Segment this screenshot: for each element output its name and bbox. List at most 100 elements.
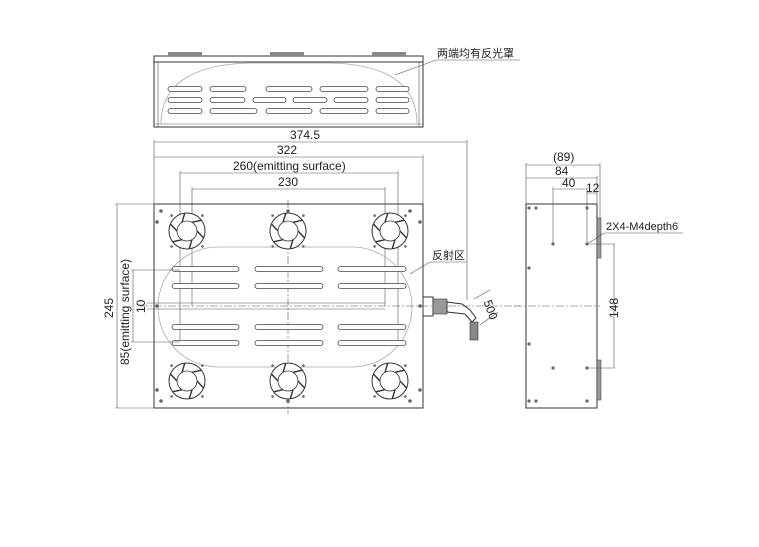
fan-screw <box>404 245 407 248</box>
fan-screw <box>373 364 376 367</box>
fan-blade <box>188 389 193 400</box>
fan-screw <box>373 214 376 217</box>
screw-hole <box>155 304 159 308</box>
fan-blade <box>196 380 205 389</box>
fan-hub <box>277 220 299 242</box>
fan-screw <box>170 395 173 398</box>
fan-screw <box>271 395 274 398</box>
connector-nut <box>432 298 448 315</box>
screw-hole <box>155 220 159 224</box>
screw-hole <box>408 209 412 213</box>
fan-screw <box>170 245 173 248</box>
screw-hole <box>155 388 159 392</box>
vent-slot <box>265 108 313 114</box>
mount-hole <box>527 399 531 403</box>
fan <box>371 212 409 250</box>
fan-blade <box>172 388 183 393</box>
vent-slot <box>375 86 410 92</box>
fan <box>371 362 409 400</box>
fan-screw <box>271 214 274 217</box>
fan-blade <box>394 219 405 224</box>
fan-screw <box>373 395 376 398</box>
fan-hub <box>176 370 198 392</box>
fan-blade <box>394 369 405 374</box>
fan-screw <box>201 214 204 217</box>
vent-slot <box>337 324 407 330</box>
screw-hole <box>159 209 163 213</box>
vent-slot <box>209 97 246 103</box>
mount-hole <box>585 242 589 246</box>
fan-blade <box>391 389 396 400</box>
fan-blade <box>273 388 284 393</box>
fan-blade <box>292 219 303 224</box>
cable-elbow <box>446 301 477 323</box>
fan-blade <box>297 230 306 239</box>
fan-hub <box>379 370 401 392</box>
fan <box>168 212 206 250</box>
fan-blade <box>375 388 386 393</box>
fan-screw <box>271 245 274 248</box>
fan-blade <box>399 380 408 389</box>
fan-blade <box>375 238 386 243</box>
fan-screw <box>302 364 305 367</box>
fan-screw <box>170 364 173 367</box>
fan-hub <box>379 220 401 242</box>
vent-slot <box>254 324 324 330</box>
dim-hole-pitch: 148 <box>607 298 621 318</box>
mount-hole <box>527 342 531 346</box>
fan <box>269 362 307 400</box>
vent-slot <box>171 283 240 289</box>
fan-blade <box>191 219 202 224</box>
vent-slot <box>209 86 247 92</box>
connector-body <box>422 296 434 317</box>
mount-bracket <box>168 52 202 56</box>
fan-blade <box>273 238 284 243</box>
screw-hole <box>408 399 412 403</box>
fan-blade <box>191 369 202 374</box>
fan-blade <box>188 239 193 250</box>
vent-slot <box>333 97 369 103</box>
fan <box>168 362 206 400</box>
reflector-outline <box>160 62 418 125</box>
vent-slot <box>171 340 240 346</box>
fan-screw <box>302 395 305 398</box>
vent-slot <box>292 97 328 103</box>
mount-hole <box>585 366 589 370</box>
fan-hub <box>277 370 299 392</box>
vent-slot <box>319 86 369 92</box>
dim-rail: 12 <box>586 181 600 195</box>
vent-slot <box>337 266 407 272</box>
fan-blade <box>181 362 186 373</box>
fan-hub <box>176 220 198 242</box>
dim-height: 245 <box>102 298 116 318</box>
dim-hole-span: 230 <box>278 175 298 189</box>
dim-overall-depth: (89) <box>553 150 574 164</box>
fan-blade <box>384 362 389 373</box>
front-view: 500 反射区 <box>140 200 520 414</box>
dim-cable-length: 500 <box>481 298 501 322</box>
vent-slot <box>375 97 410 103</box>
dim-body-width: 322 <box>277 143 297 157</box>
fan-blade <box>292 369 303 374</box>
fan-blade <box>372 373 381 382</box>
screw-hole <box>418 220 422 224</box>
mount-hole <box>534 206 538 210</box>
fan-blade <box>270 373 279 382</box>
vent-slot <box>171 324 240 330</box>
cable-plug <box>469 321 479 341</box>
vent-slot <box>254 283 324 289</box>
fan-blade <box>372 223 381 232</box>
fan-screw <box>201 395 204 398</box>
vent-slot <box>167 108 203 114</box>
screw-hole <box>418 388 422 392</box>
fan-screw <box>404 214 407 217</box>
vent-slot <box>337 340 407 346</box>
fan-screw <box>271 364 274 367</box>
fan-screw <box>404 364 407 367</box>
fan-blade <box>270 223 279 232</box>
mount-bracket <box>372 52 406 56</box>
vent-slot <box>171 266 240 272</box>
mount-hole <box>527 206 531 210</box>
screw-hole <box>286 209 290 213</box>
